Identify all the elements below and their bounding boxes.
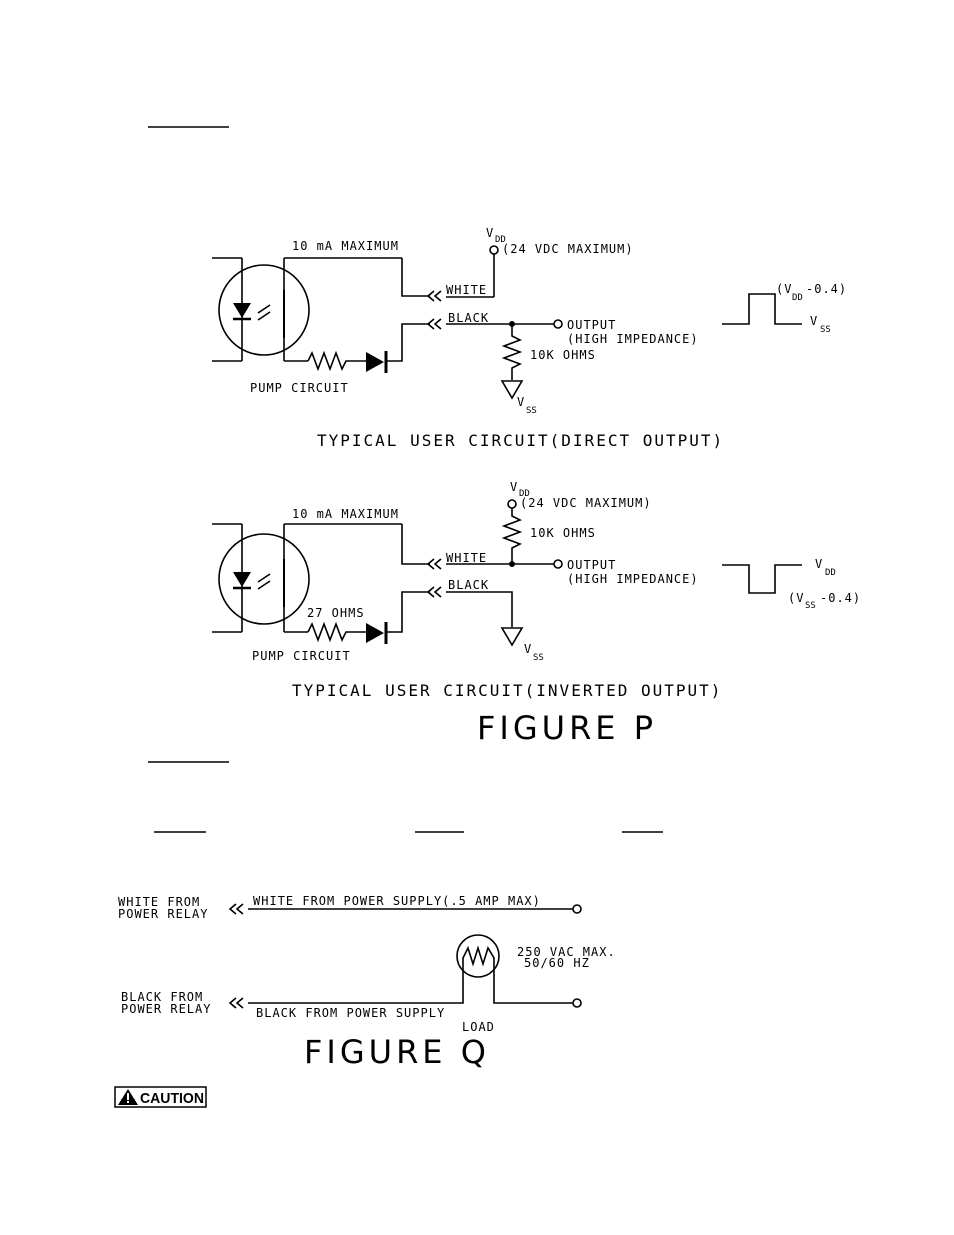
wave-low-label: (V [788, 591, 804, 605]
inverted-caption: TYPICAL USER CIRCUIT(INVERTED OUTPUT) [292, 681, 722, 700]
load-icon [456, 934, 500, 978]
direct-caption: TYPICAL USER CIRCUIT(DIRECT OUTPUT) [317, 431, 724, 450]
caution-badge: CAUTION [114, 1086, 207, 1108]
vdd-note: (24 VDC MAXIMUM) [502, 242, 634, 256]
connector-chevron-icon [228, 903, 244, 1009]
vdd-label: V [510, 480, 518, 494]
vdd-terminal [489, 245, 499, 255]
ground-icon [500, 380, 524, 400]
inverted-output-circuit: 10 mA MAXIMUM 27 OHMS WHITE V DD (24 VDC… [212, 480, 861, 700]
vss-label: V [524, 642, 532, 656]
black-wire-label: BLACK [448, 311, 489, 325]
pullup-resistor [501, 508, 523, 564]
max-current-label: 10 mA MAXIMUM [292, 507, 399, 521]
output-note: (HIGH IMPEDANCE) [567, 332, 699, 346]
black-from-label-2: POWER RELAY [121, 1002, 211, 1016]
figure-q-circuit: WHITE FROM POWER RELAY WHITE FROM POWER … [118, 894, 616, 1034]
resistor-label: 10K OHMS [530, 348, 596, 362]
white-terminal [572, 904, 582, 914]
ground-icon [500, 627, 524, 647]
wave-high-label: (V [776, 282, 792, 296]
output-terminal [553, 559, 563, 569]
vss-label: V [517, 395, 525, 409]
output-label: OUTPUT [567, 318, 616, 332]
pump-circuit-label: PUMP CIRCUIT [252, 649, 351, 663]
caution-label: CAUTION [140, 1090, 204, 1107]
white-supply-label: WHITE FROM POWER SUPPLY(.5 AMP MAX) [253, 894, 541, 908]
connector-chevron-icon [426, 290, 442, 330]
direct-output-circuit: 10 mA MAXIMUM WHITE V DD (24 VDC MAXIMUM… [212, 226, 847, 450]
black-from-label-1: BLACK FROM [121, 990, 203, 1004]
white-wire-label: WHITE [446, 551, 487, 565]
wave-high-subscript: DD [792, 293, 803, 303]
optocoupler-icon [212, 523, 402, 633]
output-terminal [553, 319, 563, 329]
vdd-terminal [507, 499, 517, 509]
output-note: (HIGH IMPEDANCE) [567, 572, 699, 586]
figure-q-title: FIGURE Q [304, 1033, 490, 1071]
pump-resistor [307, 350, 366, 372]
wave-low-subscript: SS [805, 601, 816, 611]
vss-subscript: SS [533, 653, 544, 663]
vdd-subscript: DD [519, 489, 530, 499]
wave-high-subscript: DD [825, 568, 836, 578]
black-terminal [572, 998, 582, 1008]
wave-high-offset: -0.4) [806, 282, 847, 296]
wave-high-label: V [815, 557, 823, 571]
pump-circuit-label: PUMP CIRCUIT [250, 381, 349, 395]
direct-waveform [722, 293, 802, 325]
wave-low-label: V [810, 314, 818, 328]
white-wire-label: WHITE [446, 283, 487, 297]
vss-subscript: SS [526, 406, 537, 416]
pulldown-resistor [501, 324, 523, 380]
wave-low-subscript: SS [820, 325, 831, 335]
voltage-label-2: 50/60 HZ [524, 956, 590, 970]
figure-p-title: FIGURE P [477, 709, 657, 747]
connector-chevron-icon [426, 558, 442, 598]
black-supply-label: BLACK FROM POWER SUPPLY [256, 1006, 445, 1020]
load-label: LOAD [462, 1020, 495, 1034]
voltage-label-1: 250 VAC MAX. [517, 945, 616, 959]
pump-resistor [307, 621, 366, 643]
vdd-subscript: DD [495, 235, 506, 245]
resistor-label: 10K OHMS [530, 526, 596, 540]
diode-icon [366, 351, 388, 373]
vdd-label: V [486, 226, 494, 240]
black-wire-label: BLACK [448, 578, 489, 592]
output-label: OUTPUT [567, 558, 616, 572]
inverted-waveform [722, 564, 802, 594]
max-current-label: 10 mA MAXIMUM [292, 239, 399, 253]
vdd-note: (24 VDC MAXIMUM) [520, 496, 652, 510]
diode-icon [366, 622, 388, 644]
wave-low-offset: -0.4) [820, 591, 861, 605]
optocoupler-icon [212, 257, 402, 362]
white-from-label-1: WHITE FROM [118, 895, 200, 909]
white-from-label-2: POWER RELAY [118, 907, 208, 921]
series-resistor-label: 27 OHMS [307, 606, 365, 620]
